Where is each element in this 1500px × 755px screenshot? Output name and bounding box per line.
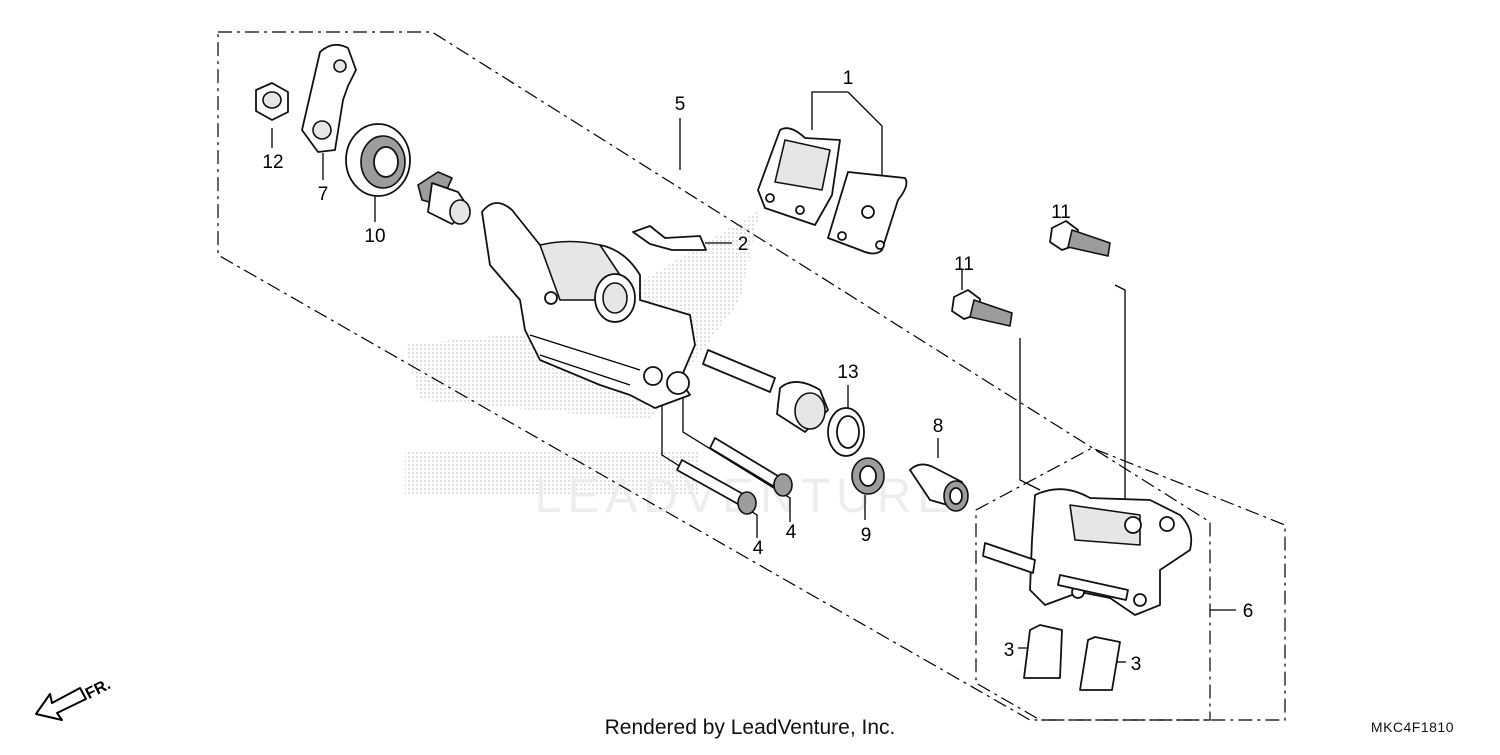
callout-9[interactable]: 9 (861, 525, 872, 546)
part-7-lever (301, 43, 357, 153)
part-8-sleeve (909, 463, 969, 512)
part-10-boot (345, 123, 411, 197)
render-credit: Rendered by LeadVenture, Inc. (604, 716, 896, 739)
part-4-pin-b (709, 437, 793, 497)
part-13-seal (827, 407, 865, 457)
callout-4b[interactable]: 4 (786, 522, 797, 543)
callout-5[interactable]: 5 (675, 94, 686, 115)
part-11-bolt-upper (1049, 220, 1111, 257)
callout-1[interactable]: 1 (843, 68, 854, 89)
part-9-boot (851, 457, 885, 495)
callout-10[interactable]: 10 (364, 226, 385, 247)
assembly-5-boundary (217, 31, 1211, 721)
callout-11a[interactable]: 11 (954, 254, 974, 275)
part-6-bracket (982, 488, 1193, 616)
part-3-clip-a (1023, 624, 1063, 679)
part-2-pad-spring (632, 225, 707, 251)
callout-2[interactable]: 2 (738, 234, 749, 255)
part-3-clip-b (1079, 636, 1121, 691)
part-11-bolt-lower (951, 289, 1013, 327)
part-5-caliper-body (481, 202, 696, 409)
piston (702, 349, 829, 433)
callout-13[interactable]: 13 (837, 362, 858, 383)
callout-4a[interactable]: 4 (753, 538, 764, 559)
front-direction-arrow-icon: FR. (35, 676, 114, 721)
callout-11b[interactable]: 11 (1051, 202, 1071, 223)
direction-label: FR. (83, 676, 114, 703)
part-12-nut (255, 82, 289, 121)
callout-8[interactable]: 8 (933, 416, 944, 437)
adjuster-sleeve (417, 171, 471, 225)
callout-12[interactable]: 12 (262, 152, 283, 173)
assembly-6-boundary (975, 447, 1286, 721)
callout-6[interactable]: 6 (1243, 601, 1254, 622)
part-1-brake-pads (757, 127, 908, 255)
diagram-code: MKC4F1810 (1370, 719, 1454, 735)
part-4-pin-a (676, 459, 757, 515)
callout-7[interactable]: 7 (318, 184, 329, 205)
callout-3a[interactable]: 3 (1004, 640, 1015, 661)
callout-3b[interactable]: 3 (1131, 654, 1142, 675)
